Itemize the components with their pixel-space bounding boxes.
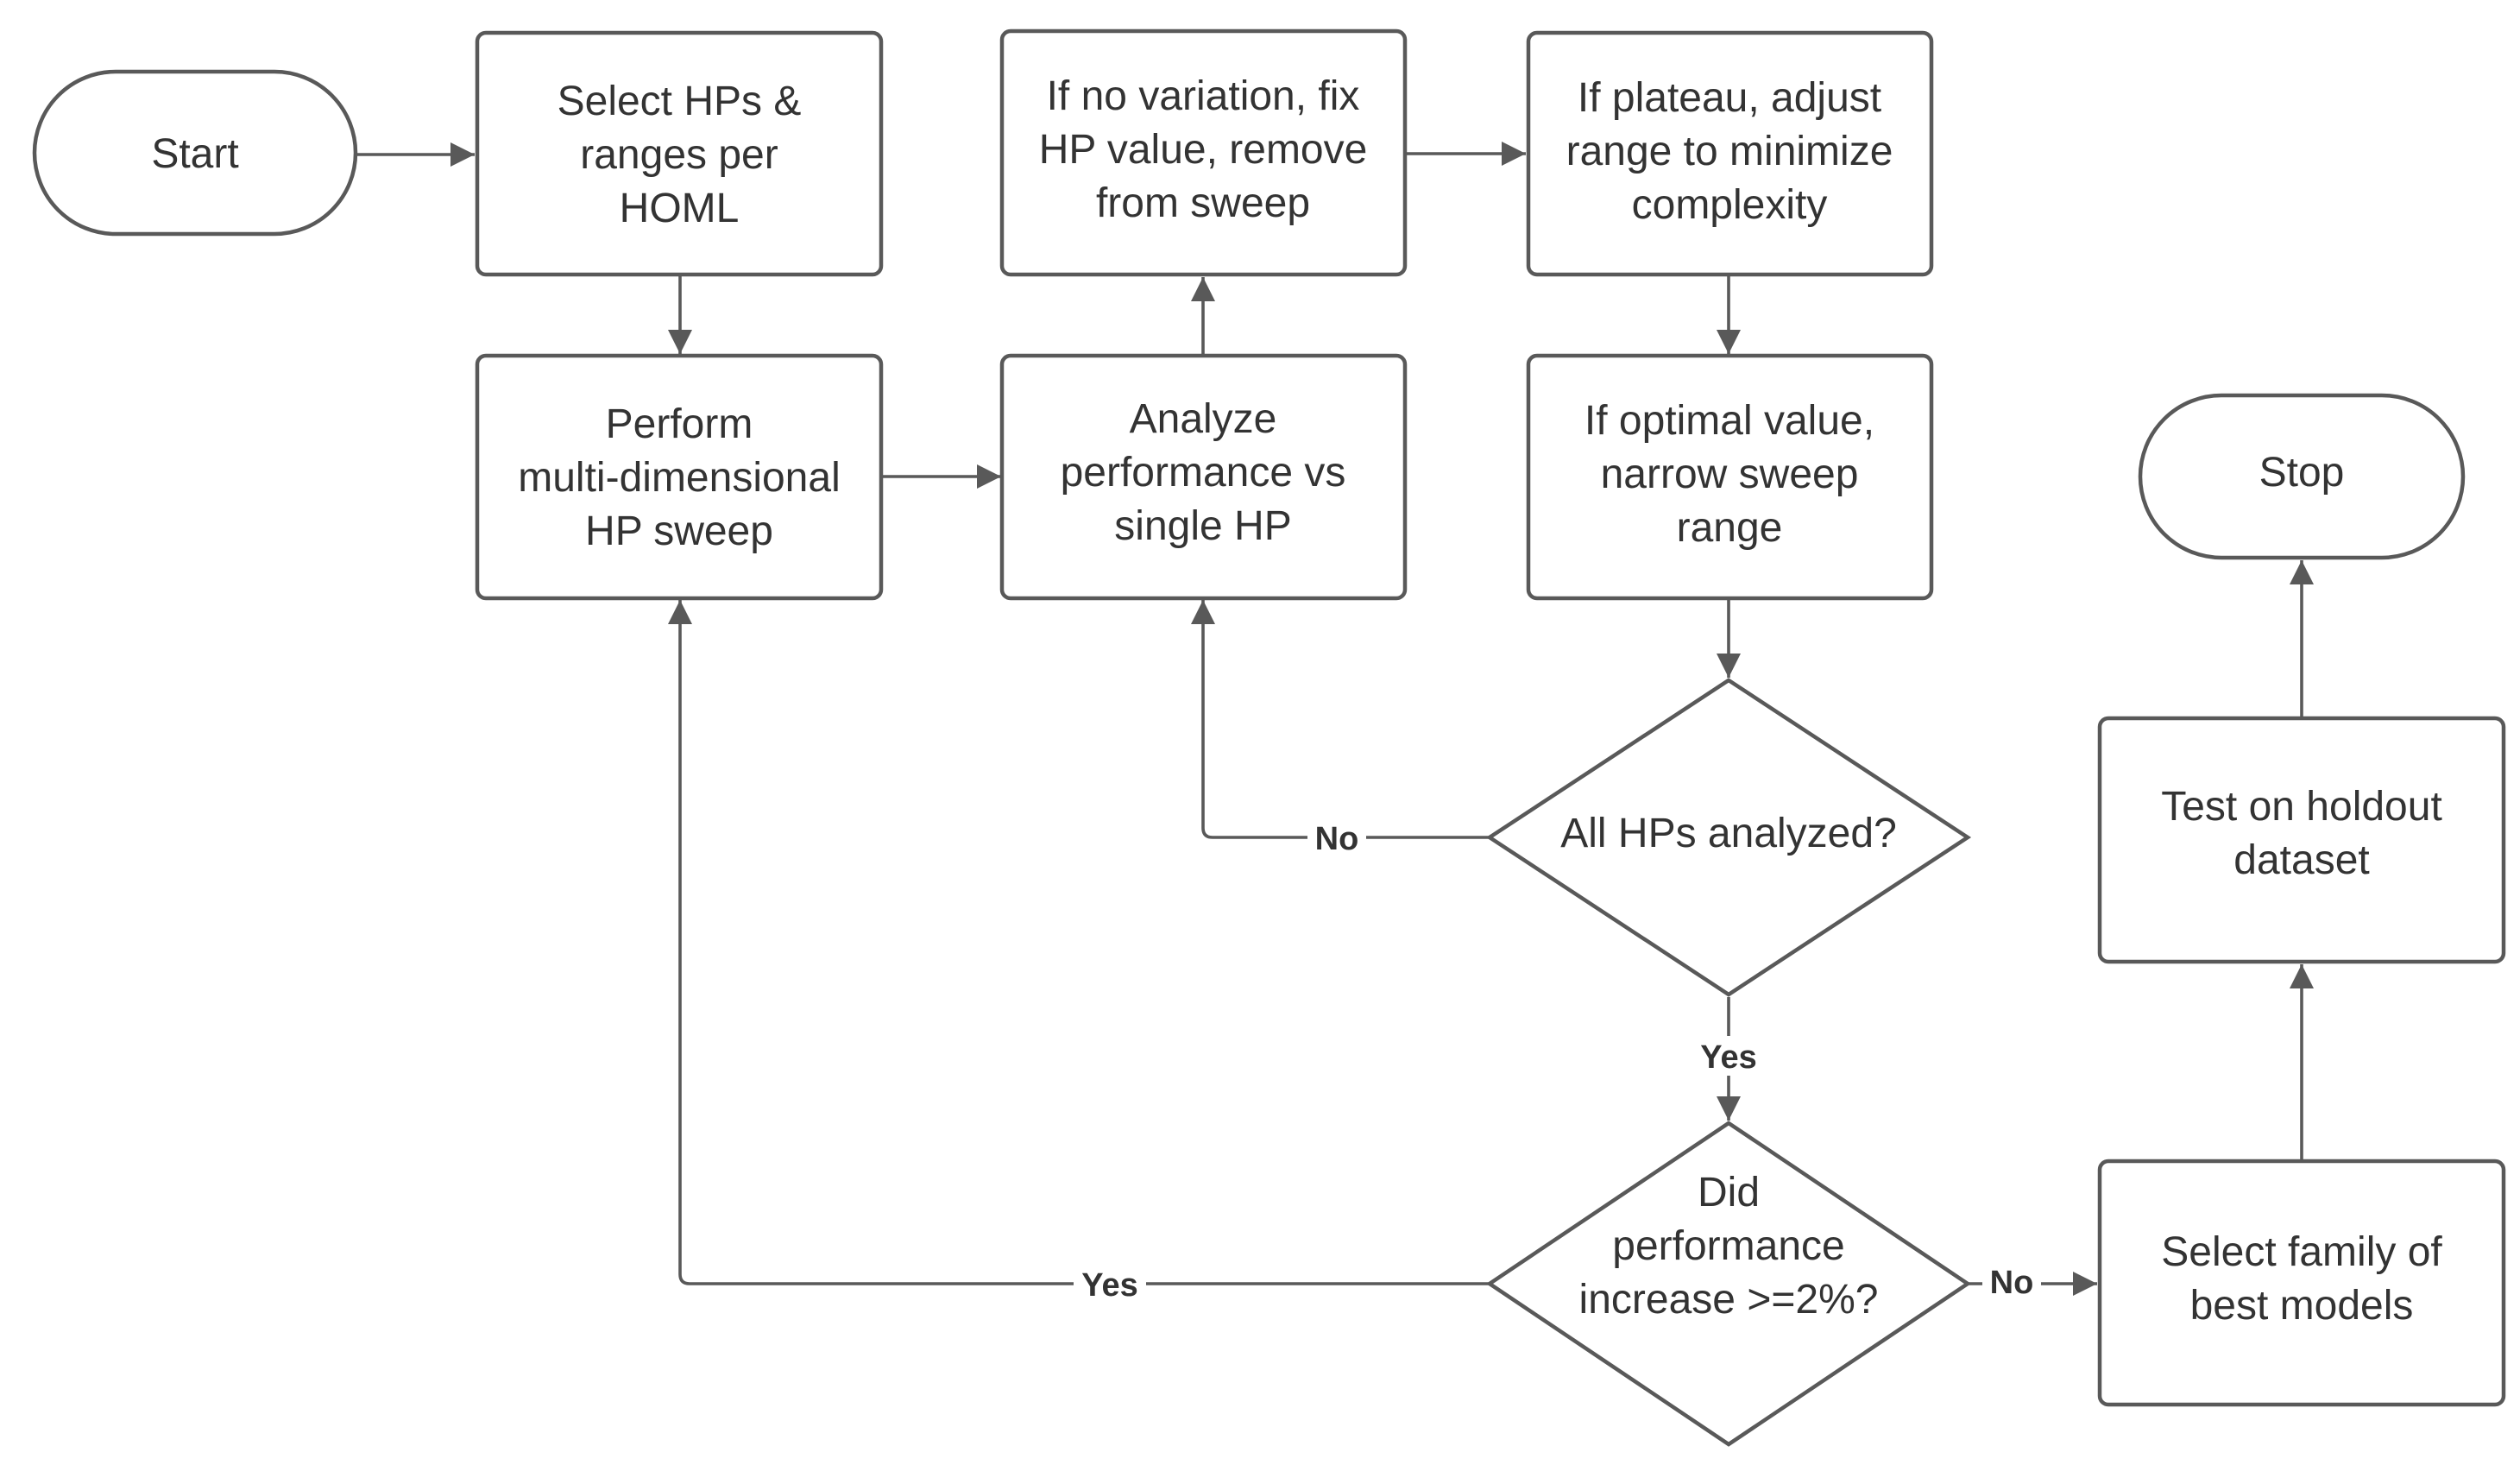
label-line: All HPs analyzed? (1560, 811, 1897, 856)
did-perf-decision-shape (1485, 1121, 1972, 1447)
label-line: ranges per (580, 132, 778, 178)
label-line: Stop (2259, 450, 2345, 496)
analyze-label: Analyze performance vs single HP (1061, 396, 1346, 549)
node-select-family: Select family of best models (2097, 1159, 2506, 1407)
label-line: best models (2190, 1283, 2414, 1329)
edge-labels-group: No Yes Yes No (1074, 818, 2041, 1304)
no-variation-label: If no variation, fix HP value, remove from… (1039, 73, 1368, 226)
analyze-box (999, 353, 1408, 601)
plateau-box (1526, 30, 1934, 277)
label-line: HOML (620, 186, 740, 231)
edge-label-allhps-yes-text: Yes (1700, 1039, 1757, 1076)
edge-label-didperf-no: No (1982, 1262, 2041, 1302)
all-hps-label: All HPs analyzed? (1560, 811, 1897, 856)
label-line: Analyze (1130, 396, 1277, 442)
plateau-label: If plateau, adjust range to minimize compl… (1566, 75, 1893, 228)
select-family-label: Select family of best models (2161, 1229, 2442, 1329)
label-line: narrow sweep (1601, 451, 1859, 497)
node-analyze: Analyze performance vs single HP (999, 353, 1408, 601)
label-line: from sweep (1096, 180, 1310, 226)
edge-allhps-no-to-analyze (1191, 600, 1490, 839)
edge-didperf-yes-to-perform (668, 600, 1490, 1285)
edges-group (356, 142, 2314, 1296)
optimal-label: If optimal value, narrow sweep range (1584, 398, 1874, 551)
label-line: If optimal value, (1584, 398, 1874, 444)
label-line: dataset (2233, 837, 2369, 883)
label-line: Did (1698, 1170, 1760, 1216)
label-line: Test on holdout (2161, 784, 2442, 830)
perform-sweep-box (475, 353, 884, 601)
label-line: If no variation, fix (1047, 73, 1360, 119)
label-line: single HP (1114, 503, 1291, 549)
stop-label: Stop (2259, 450, 2345, 496)
node-stop: Stop (2138, 393, 2466, 560)
node-plateau: If plateau, adjust range to minimize compl… (1526, 30, 1934, 277)
label-line: range to minimize (1566, 129, 1893, 174)
label-line: HP value, remove (1039, 127, 1368, 173)
node-did-perf: Did performance increase >=2%? (1485, 1121, 1972, 1447)
node-test-holdout: Test on holdout dataset (2097, 716, 2506, 964)
label-line: complexity (1632, 182, 1828, 228)
node-start: Start (32, 69, 358, 237)
node-all-hps: All HPs analyzed? (1485, 678, 1972, 997)
label-line: increase >=2%? (1579, 1277, 1879, 1323)
node-optimal: If optimal value, narrow sweep range (1526, 353, 1934, 601)
select-family-box (2097, 1159, 2506, 1407)
edge-label-didperf-yes: Yes (1074, 1264, 1146, 1304)
label-line: Perform (606, 401, 753, 447)
label-line: performance vs (1061, 450, 1346, 496)
label-line: performance (1612, 1223, 1844, 1269)
edge-label-allhps-no-text: No (1315, 821, 1359, 857)
label-line: HP sweep (585, 508, 773, 554)
edge-label-didperf-no-text: No (1990, 1265, 2034, 1301)
all-hps-decision-shape (1485, 678, 1972, 997)
start-label: Start (151, 131, 238, 177)
no-variation-box (999, 28, 1408, 277)
start-terminal-shape (32, 69, 358, 237)
edge-label-didperf-yes-text: Yes (1081, 1267, 1138, 1304)
edge-label-allhps-no: No (1307, 818, 1366, 857)
label-line: Select HPs & (558, 79, 802, 124)
label-line: multi-dimensional (518, 455, 840, 501)
optimal-box (1526, 353, 1934, 601)
label-line: If plateau, adjust (1578, 75, 1881, 121)
label-line: Select family of (2161, 1229, 2442, 1275)
test-holdout-box (2097, 716, 2506, 964)
test-holdout-label: Test on holdout dataset (2161, 784, 2442, 883)
perform-sweep-label: Perform multi-dimensional HP sweep (518, 401, 840, 554)
label-line: range (1677, 505, 1783, 551)
node-perform-sweep: Perform multi-dimensional HP sweep (475, 353, 884, 601)
stop-terminal-shape (2138, 393, 2466, 560)
node-no-variation: If no variation, fix HP value, remove from… (999, 28, 1408, 277)
label-line: Start (151, 131, 238, 177)
select-hps-box (475, 30, 884, 277)
edge-label-allhps-yes: Yes (1693, 1036, 1764, 1076)
did-perf-label: Did performance increase >=2%? (1579, 1170, 1879, 1323)
